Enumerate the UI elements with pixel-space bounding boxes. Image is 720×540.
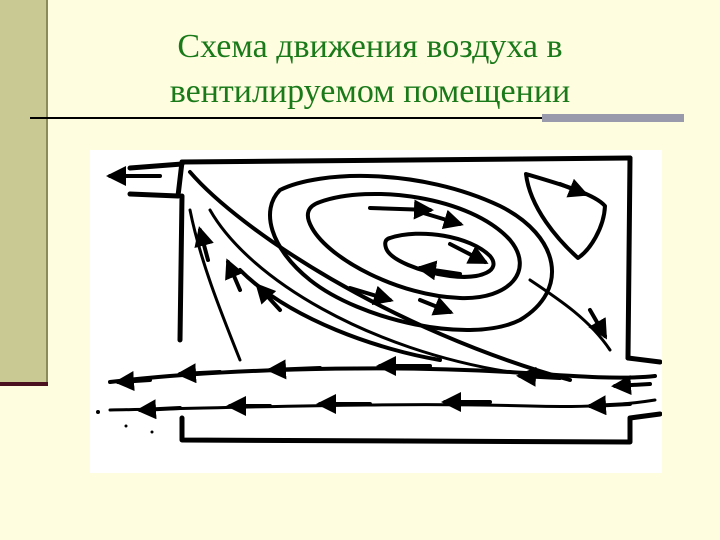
slide-title: Схема движения воздуха в вентилируемом п… bbox=[80, 24, 660, 114]
slide-title-line-2: вентилируемом помещении bbox=[169, 73, 571, 110]
inlet-duct-top bbox=[625, 355, 662, 365]
left-stream-arrow-1 bbox=[194, 226, 214, 262]
airflow-diagram-svg bbox=[96, 155, 662, 445]
speck-3 bbox=[150, 430, 154, 434]
side-decoration-strip bbox=[0, 0, 48, 384]
diagonal-stream-3 bbox=[208, 208, 512, 374]
inner-eddy-arrow bbox=[448, 242, 489, 264]
lower-floor-stream bbox=[108, 398, 657, 412]
exhaust-duct-top-upper bbox=[127, 161, 185, 171]
corner-eddy-arrow bbox=[558, 178, 589, 198]
lower-arrow-1 bbox=[586, 395, 632, 416]
exhaust-duct-top bbox=[127, 191, 181, 199]
floor-arrow-1 bbox=[516, 366, 562, 387]
title-underline-accent bbox=[542, 114, 684, 122]
right-down-stream bbox=[528, 278, 612, 352]
left-stream-arrow-2 bbox=[225, 258, 244, 292]
room-bottom-wall bbox=[179, 411, 662, 445]
inner-eddy-loop bbox=[383, 231, 496, 279]
diagonal-stream-1 bbox=[188, 170, 572, 382]
inner-return-arrow bbox=[416, 260, 462, 281]
lower-arrow-5 bbox=[136, 399, 182, 420]
speck-2 bbox=[124, 424, 128, 428]
speck-1 bbox=[96, 410, 100, 414]
inlet-arrow-1 bbox=[611, 375, 652, 396]
outer-eddy-arrow bbox=[368, 199, 434, 220]
side-decoration-underline bbox=[0, 382, 48, 386]
room-right-wall bbox=[625, 155, 633, 361]
left-stream-arrow-3 bbox=[255, 283, 282, 312]
diagonal-arrow-2 bbox=[418, 296, 454, 316]
floor-arrow-5 bbox=[114, 371, 152, 391]
diagonal-arrow-1 bbox=[348, 285, 394, 305]
airflow-diagram bbox=[90, 150, 662, 473]
floor-arrow-3 bbox=[266, 359, 322, 380]
outer-eddy-loop bbox=[268, 173, 555, 332]
left-wall-stream bbox=[188, 208, 242, 362]
floor-arrow-4 bbox=[176, 363, 222, 384]
right-down-arrow bbox=[588, 308, 607, 340]
middle-eddy-arrow bbox=[418, 209, 464, 229]
slide-title-line-1: Схема движения воздуха в bbox=[177, 28, 563, 65]
room-left-wall bbox=[177, 193, 185, 343]
title-underline bbox=[30, 117, 542, 119]
